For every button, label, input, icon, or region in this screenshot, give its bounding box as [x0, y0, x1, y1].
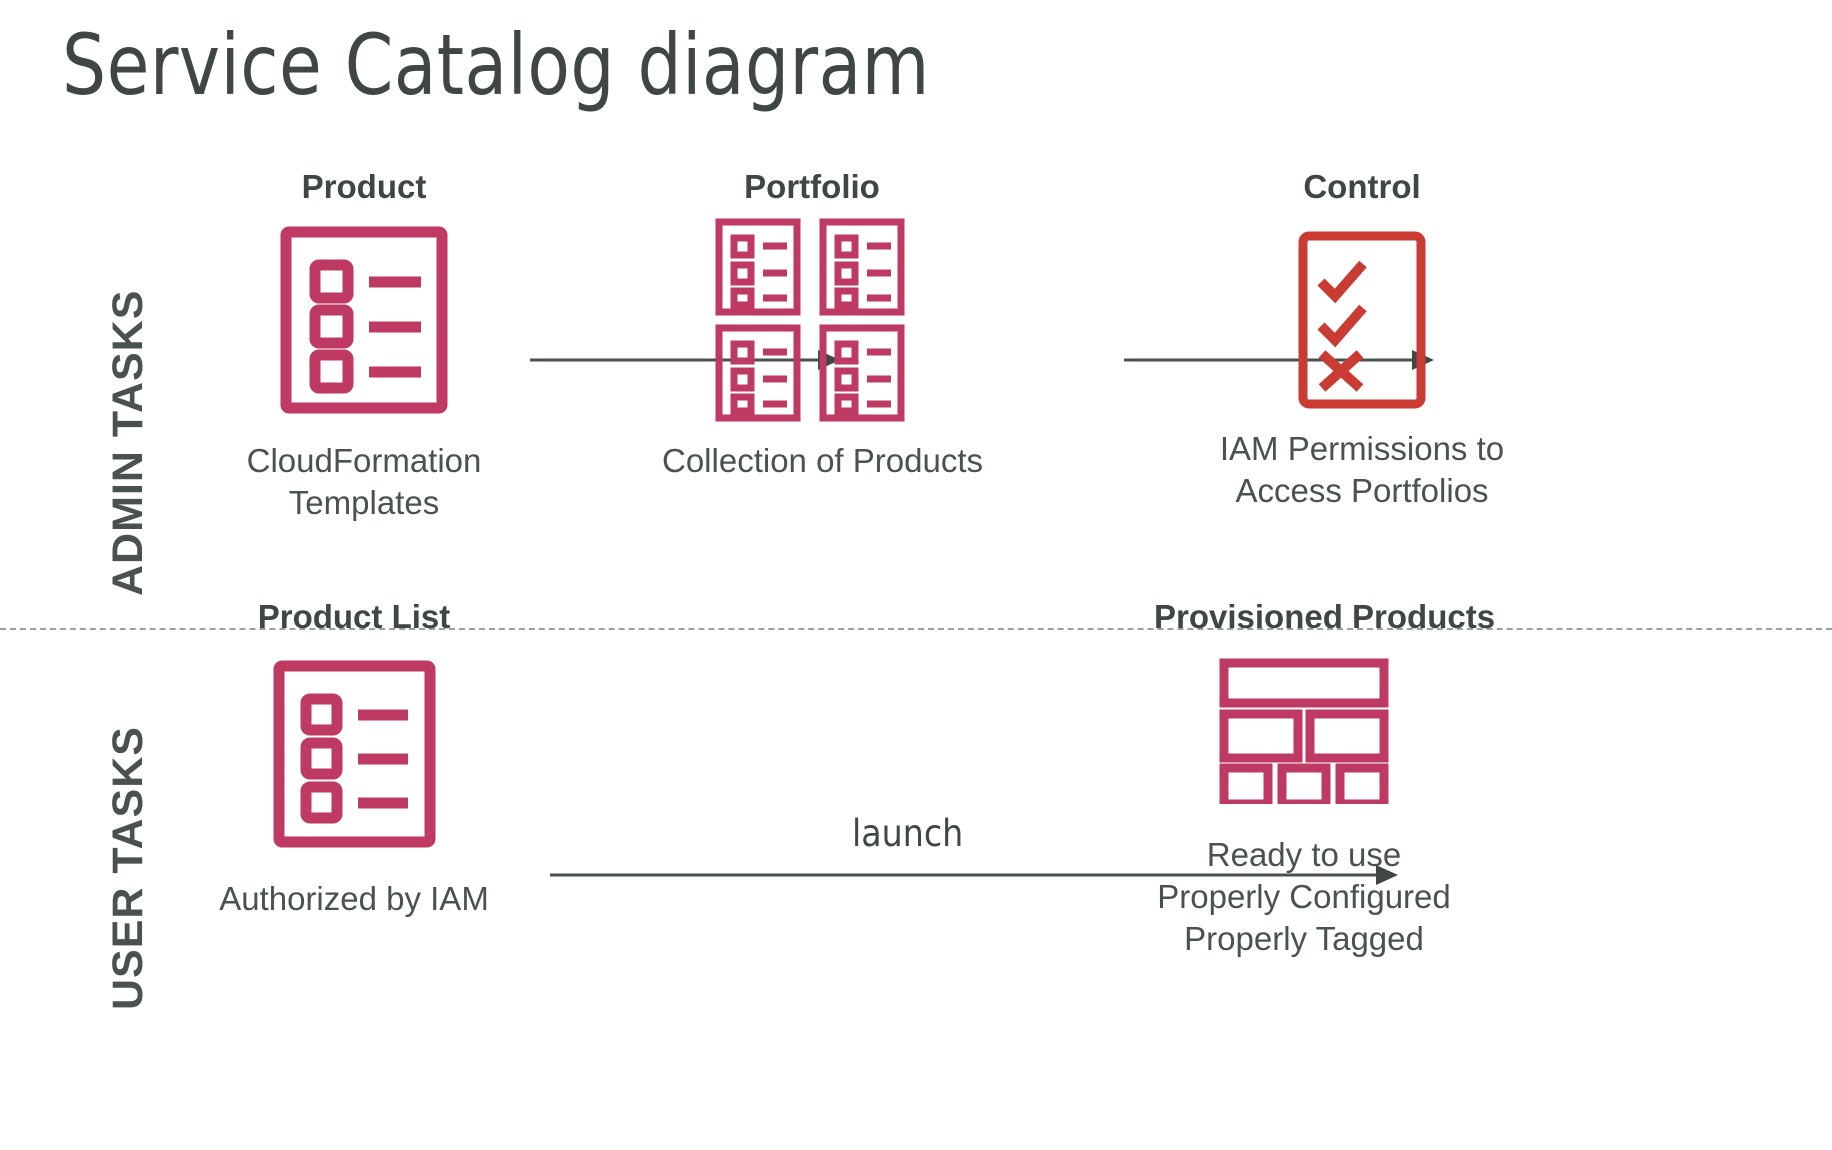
node-product: Product CloudFormation Templates	[214, 168, 514, 524]
node-control: Control IAM Permissions to Access Portfo…	[1212, 168, 1512, 512]
node-control-caption: IAM Permissions to Access Portfolios	[1212, 428, 1512, 512]
node-provisioned-products-icon-wrap	[1154, 656, 1454, 806]
node-provisioned-products-caption-line-2: Properly Configured	[1157, 878, 1451, 916]
page-title: Service Catalog diagram	[62, 16, 930, 114]
node-provisioned-products-title: Provisioned Products	[1154, 598, 1496, 635]
section-divider	[0, 628, 1832, 630]
layout-blocks-icon	[1219, 658, 1389, 804]
four-documents-grid-icon	[715, 218, 905, 422]
node-portfolio: Portfolio	[662, 168, 983, 482]
node-product-icon-wrap	[214, 222, 514, 418]
node-product-list-caption: Authorized by IAM	[204, 878, 504, 920]
node-portfolio-caption-line-1: Collection of Products	[662, 441, 983, 479]
node-portfolio-title: Portfolio	[744, 168, 880, 205]
checklist-approval-icon	[1298, 231, 1426, 409]
node-provisioned-products-caption-line-1: Ready to use	[1206, 835, 1402, 873]
arrow-launch	[550, 860, 1398, 895]
node-product-list-caption-line-1: Authorized by IAM	[219, 879, 489, 917]
node-provisioned-products-caption: Ready to use Properly Configured Properl…	[1154, 834, 1454, 961]
node-control-caption-line-2: Access Portfolios	[1235, 472, 1489, 510]
node-control-icon-wrap	[1212, 222, 1512, 418]
node-product-title: Product	[301, 168, 427, 205]
arrow-label-launch: launch	[852, 812, 964, 855]
node-control-title: Control	[1303, 168, 1421, 205]
node-portfolio-icon-wrap	[662, 218, 962, 422]
band-label-user-tasks: USER TASKS	[104, 726, 152, 1010]
document-checklist-icon	[273, 660, 435, 848]
node-product-caption: CloudFormation Templates	[214, 440, 514, 524]
node-provisioned-products-caption-line-3: Properly Tagged	[1184, 920, 1424, 958]
node-product-list-icon-wrap	[204, 656, 504, 852]
node-provisioned-products: Provisioned Products Ready to use Proper…	[1154, 598, 1496, 961]
node-product-list: Product List Authorized by IAM	[204, 598, 504, 920]
document-checklist-icon	[280, 226, 448, 414]
node-control-caption-line-1: IAM Permissions to	[1219, 429, 1505, 467]
node-product-caption-line-1: CloudFormation	[246, 441, 482, 479]
band-label-admin-tasks: ADMIN TASKS	[104, 289, 152, 596]
node-product-list-title: Product List	[257, 598, 451, 635]
node-product-caption-line-2: Templates	[288, 484, 440, 522]
node-portfolio-caption: Collection of Products	[662, 440, 983, 482]
